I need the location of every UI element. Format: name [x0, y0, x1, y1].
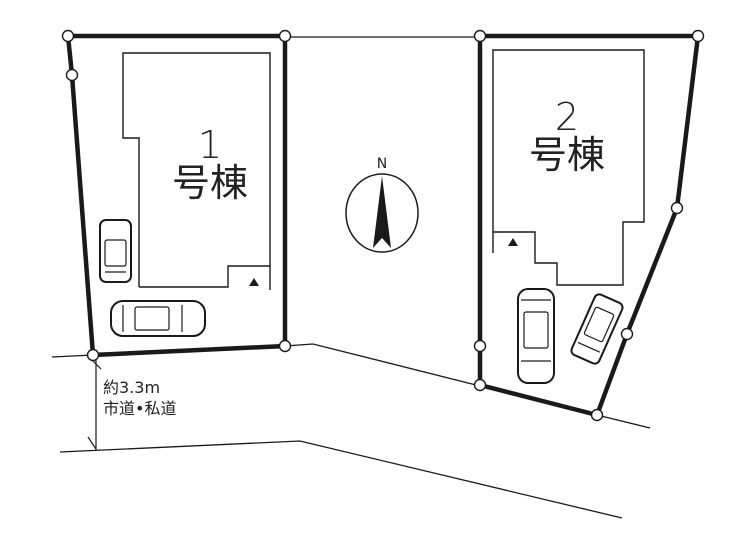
compass-north-label: N — [376, 156, 388, 172]
boundary-markers — [61, 29, 705, 422]
lot-2-suffix: 号棟 — [528, 133, 605, 177]
road-edge-upper-middle — [284, 343, 481, 387]
car-icon — [99, 219, 132, 283]
car-icon — [570, 293, 624, 365]
entrance-marker-icon — [508, 238, 518, 246]
building-2-outline — [492, 49, 645, 286]
lot-1-boundary — [65, 33, 288, 358]
lot-2-label: 2 号棟 — [522, 98, 612, 174]
road-edge-upper-right — [596, 414, 651, 429]
lot-1-suffix: 号棟 — [171, 161, 248, 205]
road-width: 約3.3m — [103, 378, 161, 397]
north-compass-icon — [345, 173, 419, 253]
lot-1-label: 1 号棟 — [165, 126, 255, 202]
entrance-marker-icon — [249, 278, 259, 286]
road-type: 市道•私道 — [103, 398, 177, 418]
road-edge-upper — [51, 354, 94, 358]
road-edge-lower — [59, 440, 623, 519]
lot-1-number: 1 — [197, 123, 223, 167]
building-1-outline — [122, 52, 271, 290]
car-icon — [110, 300, 206, 337]
lot-2-number: 2 — [554, 95, 580, 139]
road-info: 約3.3m 市道•私道 — [103, 378, 176, 420]
car-icon — [517, 288, 555, 384]
